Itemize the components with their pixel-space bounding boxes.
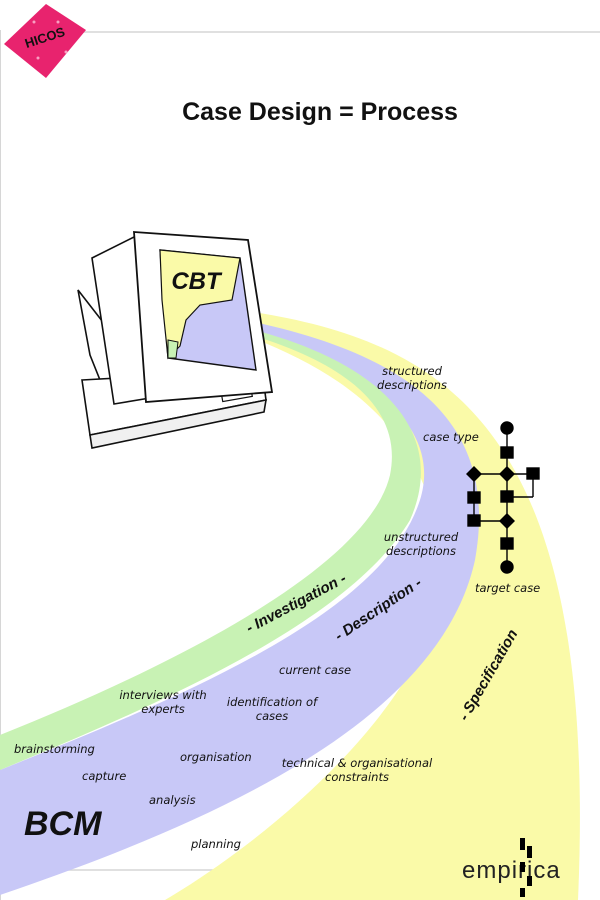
computer-illustration: CBT <box>77 231 274 449</box>
decision-node <box>466 466 482 482</box>
unstructured-label-line1: unstructured <box>384 530 459 544</box>
interviews-label-line1: interviews with <box>119 688 206 702</box>
hicos-logo: HICOS <box>4 4 86 78</box>
process-node <box>467 491 481 504</box>
page-title: Case Design = Process <box>182 98 458 126</box>
decision-node <box>499 466 515 482</box>
process-node <box>526 467 540 480</box>
structured-label-line2: descriptions <box>377 378 447 392</box>
empirica-logo: empirica <box>462 838 561 897</box>
bcm-label: BCM <box>24 805 102 843</box>
specification-band <box>165 305 580 900</box>
current-case-label: current case <box>279 663 351 677</box>
brainstorming-label: brainstorming <box>14 742 95 756</box>
analysis-label: analysis <box>149 793 196 807</box>
description-band <box>0 312 480 895</box>
empirica-logo-text: empirica <box>462 857 561 884</box>
process-node <box>500 537 514 550</box>
process-road <box>0 305 580 900</box>
process-node <box>500 490 514 503</box>
identification-label-line2: cases <box>256 709 288 723</box>
case-type-network <box>466 421 540 574</box>
decision-node <box>499 513 515 529</box>
unstructured-label-line2: descriptions <box>386 544 456 558</box>
process-node <box>467 514 481 527</box>
end-node <box>500 560 514 574</box>
capture-label: capture <box>82 769 126 783</box>
process-node <box>500 446 514 459</box>
investigation-band <box>0 318 421 770</box>
case-type-label: case type <box>423 430 479 444</box>
organisation-label: organisation <box>180 750 252 764</box>
identification-label-line1: identification of <box>227 695 319 709</box>
cbt-label: CBT <box>171 268 223 295</box>
start-node <box>500 421 514 435</box>
planning-label: planning <box>190 837 241 851</box>
hicos-logo-diamond <box>4 4 86 78</box>
structured-label-line1: structured <box>382 364 442 378</box>
constraints-label-line1: technical & organisational <box>282 756 433 770</box>
constraints-label-line2: constraints <box>325 770 389 784</box>
interviews-label-line2: experts <box>141 702 184 716</box>
target-case-label: target case <box>475 581 540 595</box>
